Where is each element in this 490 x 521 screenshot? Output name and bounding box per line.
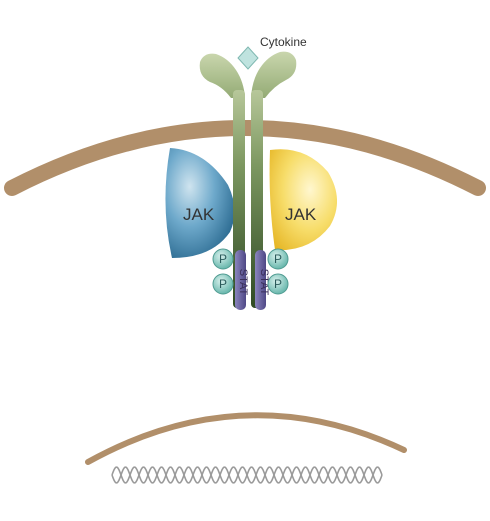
stat-right-shape (255, 250, 266, 310)
jak-left-shape (165, 148, 235, 258)
receptor-head-left (199, 53, 245, 98)
svg-text:P: P (274, 277, 282, 291)
dna-strand-b (111, 466, 383, 484)
phosphate-left-bottom: P (212, 273, 234, 295)
cytokine-label: Cytokine (260, 35, 307, 49)
stat-left: STAT (235, 250, 249, 310)
stat-left-label: STAT (237, 269, 249, 296)
cytokine-icon (237, 46, 259, 70)
dna-icon (111, 466, 383, 484)
phosphate-right-bottom: P (267, 273, 289, 295)
cytokine: Cytokine (237, 35, 307, 70)
svg-text:P: P (219, 277, 227, 291)
jak-right: JAK (269, 149, 338, 251)
svg-text:P: P (274, 252, 282, 266)
phosphate-right-top: P (267, 248, 289, 270)
jak-left-label: JAK (183, 205, 215, 224)
phospho-group: P P P P (212, 248, 289, 295)
stat-left-shape (235, 250, 246, 310)
svg-text:P: P (219, 252, 227, 266)
jak-right-label: JAK (285, 205, 317, 224)
phosphate-left-top: P (212, 248, 234, 270)
jak-right-shape (269, 149, 338, 251)
stat-right: STAT (255, 250, 270, 310)
stat-right-label: STAT (258, 269, 270, 296)
jak-left: JAK (165, 148, 235, 258)
receptor-head-right (251, 51, 297, 98)
nuclear-membrane (85, 412, 407, 465)
